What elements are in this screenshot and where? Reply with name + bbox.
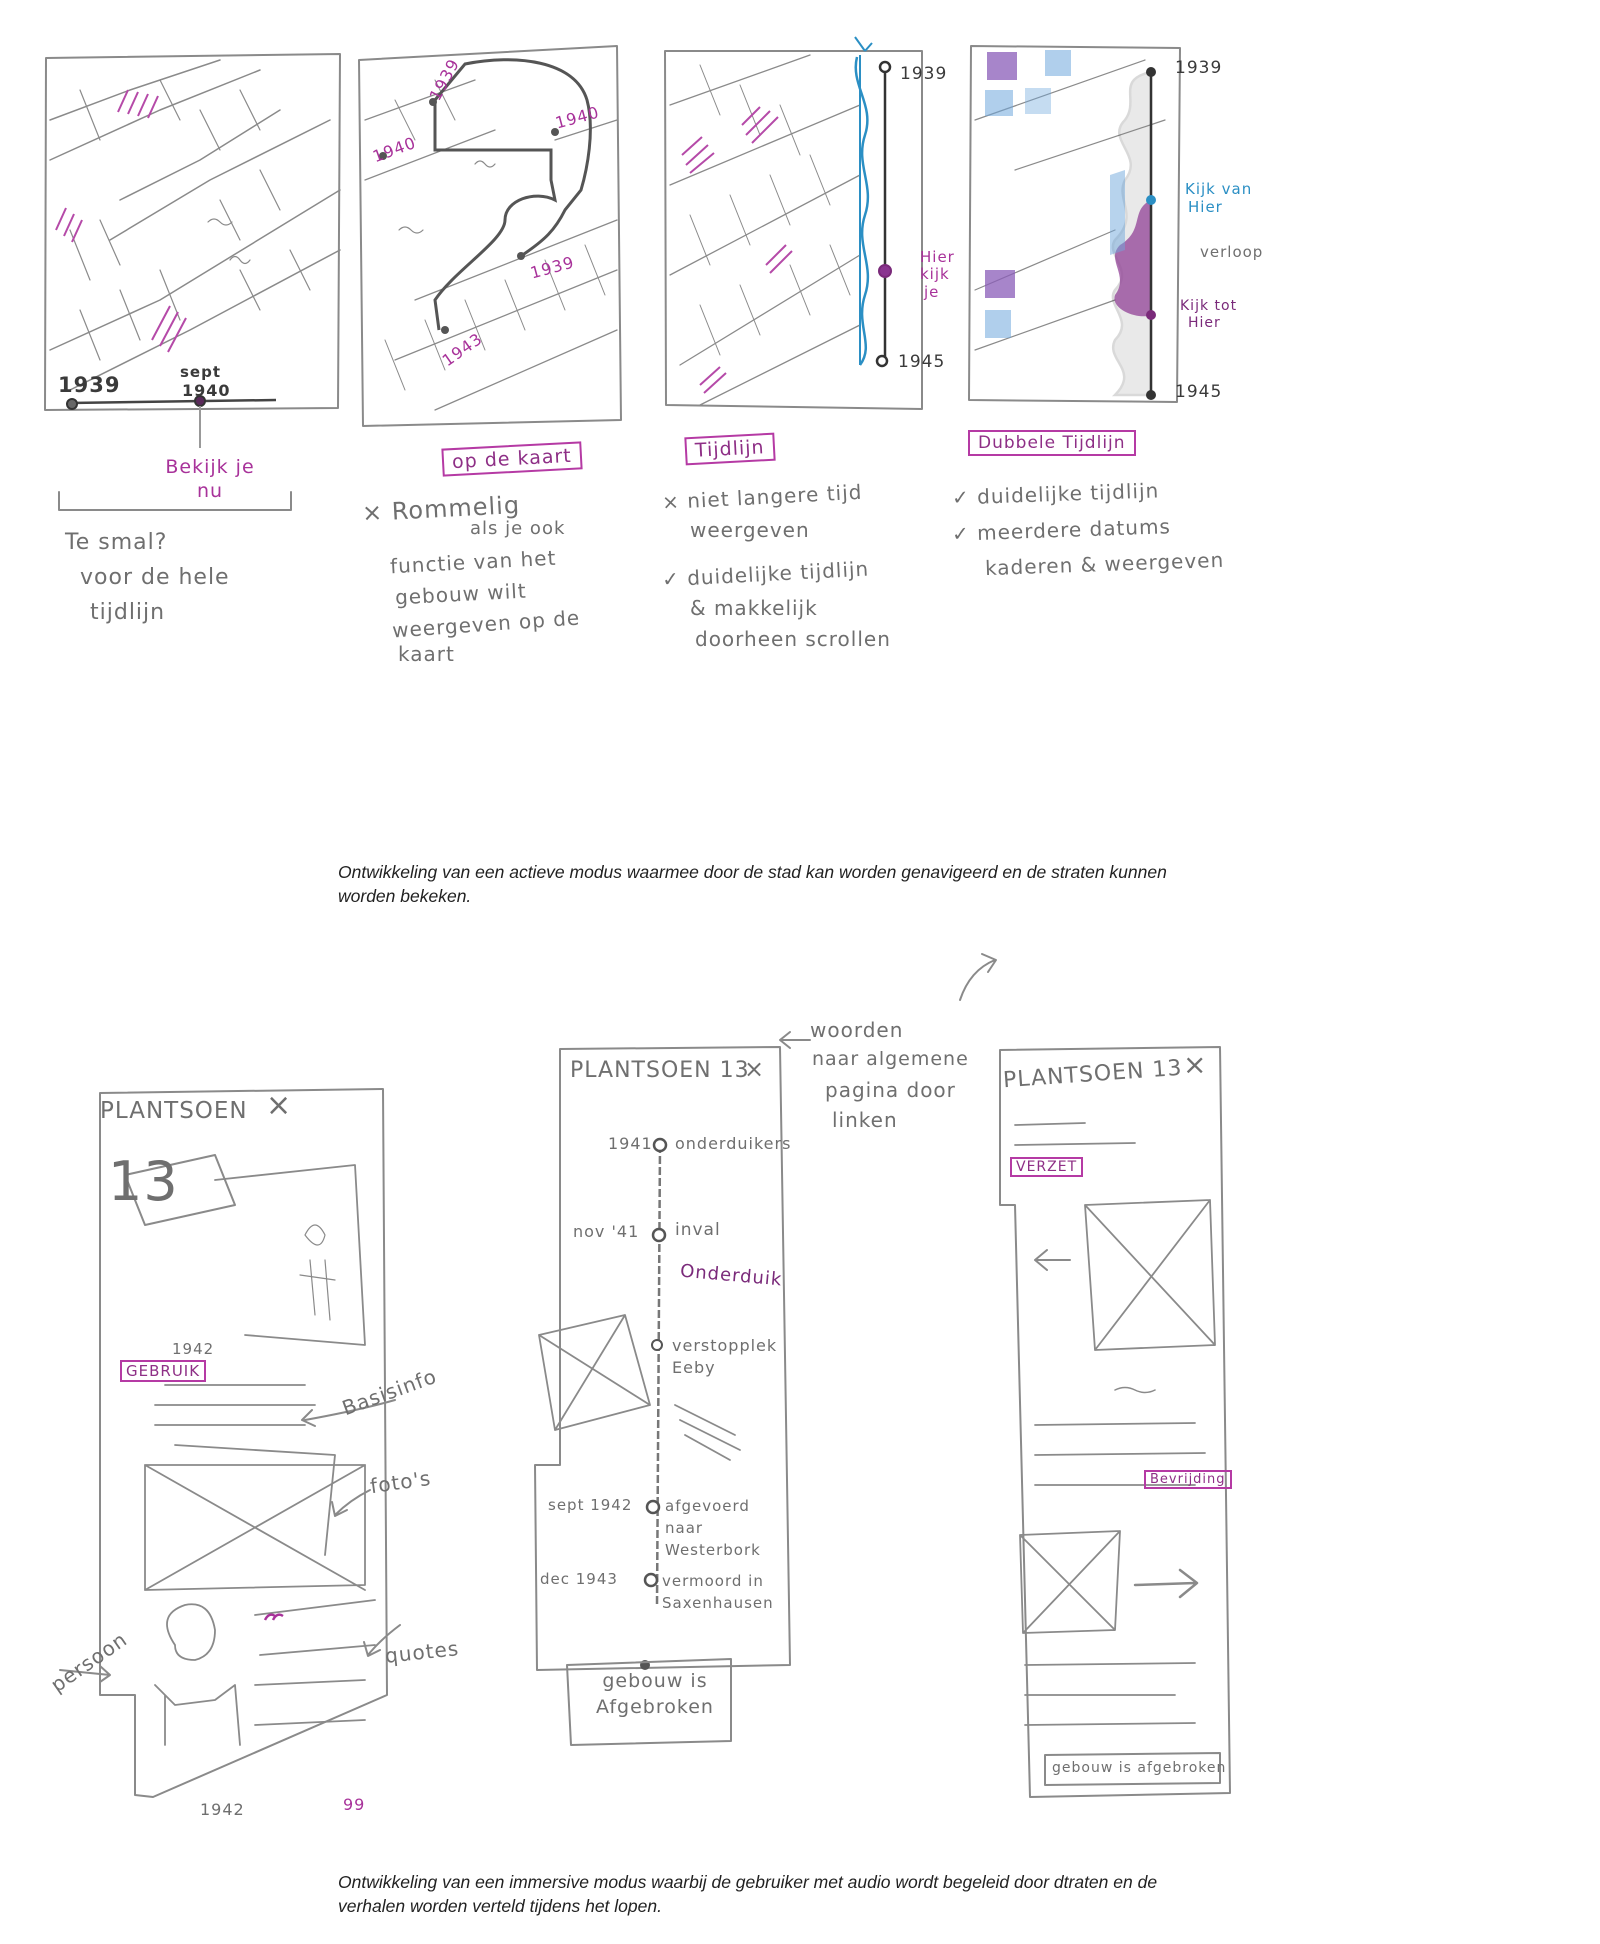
note-voor-de-hele: voor de hele	[80, 565, 230, 590]
quote-mark-icon: 99	[343, 1795, 366, 1814]
annotation-pagina-door: pagina door	[825, 1078, 956, 1102]
annotation-woorden: woorden	[810, 1018, 904, 1042]
year-label-1940: 1940	[182, 381, 231, 400]
hier-tot-label: Hier	[1188, 315, 1221, 331]
map-sketch-1	[44, 53, 341, 448]
op-de-kaart-tag: op de kaart	[441, 441, 583, 477]
double-timeline-1945: 1945	[1175, 382, 1223, 402]
note-makkelijk: & makkelijk	[690, 596, 818, 620]
timeline-text-2: inval	[675, 1220, 721, 1240]
bekijk-je-nu-label: Bekijk je nu	[165, 456, 255, 502]
note-tijdlijn: tijdlijn	[90, 600, 166, 625]
timeline-year-1939: 1939	[900, 64, 948, 84]
sketch-map-panel-2	[355, 40, 625, 430]
bevrijding-tag: Bevrijding	[1144, 1470, 1232, 1489]
caption-immersive-mode: Ontwikkeling van een immersive modus waa…	[338, 1872, 1158, 1916]
sketch-screen-1	[75, 1085, 405, 1805]
timeline-text-4: afgevoerd naar Westerbork	[665, 1497, 761, 1559]
sketch-screen-2	[525, 1045, 795, 1785]
note-doorheen-scrollen: doorheen scrollen	[695, 627, 891, 651]
hier-van-label: Hier	[1188, 198, 1223, 216]
timeline-year-1945: 1945	[898, 352, 946, 372]
screen-sketch-1	[99, 1088, 388, 1798]
note-weergeven-op-de: weergeven op de	[391, 605, 581, 643]
kijk-tot-label: Kijk tot	[1180, 298, 1238, 314]
screen1-annotation-arrows	[59, 1399, 401, 1683]
kijk-label: kijk	[920, 265, 950, 283]
note-gebouw-wilt: gebouw wilt	[394, 578, 528, 610]
timeline-text-3: verstopplek Eeby	[672, 1336, 778, 1377]
link-arrows	[779, 953, 997, 1049]
timeline-text-1: onderduikers	[675, 1134, 792, 1153]
note-duidelijke-tijdlijn-2: ✓ duidelijke tijdlijn	[951, 478, 1160, 510]
timeline-date-5: dec 1943	[540, 1570, 618, 1588]
screen-sketch-3	[999, 1046, 1231, 1798]
annotation-linken: linken	[832, 1108, 898, 1132]
screen1-number: 13	[108, 1150, 179, 1213]
sketch-map-panel-1	[40, 50, 341, 448]
screen2-footer: gebouw is Afgebroken	[596, 1670, 714, 1718]
screen3-close-icon[interactable]: ×	[1183, 1048, 1208, 1081]
year-label-sept: sept	[180, 363, 222, 381]
hier-label: Hier	[920, 248, 955, 266]
note-functie-van-het: functie van het	[389, 545, 557, 579]
screen1-close-icon[interactable]: ×	[266, 1088, 293, 1123]
timeline-text-5: vermoord in Saxenhausen	[662, 1572, 774, 1612]
note-niet-langere: × niet langere tijd	[661, 479, 863, 515]
sketch-map-panel-4	[965, 40, 1185, 410]
bracket-icon	[58, 491, 292, 511]
caption-active-mode: Ontwikkeling van een actieve modus waarm…	[338, 862, 1167, 906]
sketch-screen-3	[995, 1045, 1235, 1800]
year-label-1939: 1939	[58, 373, 121, 397]
sketch-map-panel-3	[660, 36, 930, 415]
note-kaart: kaart	[398, 642, 455, 666]
dubbele-tijdlijn-tag: Dubbele Tijdlijn	[968, 430, 1136, 456]
note-meerdere-datums: ✓ meerdere datums	[951, 514, 1172, 546]
map-sketch-2	[358, 45, 622, 427]
tijdlijn-tag: Tijdlijn	[684, 432, 776, 466]
note-weergeven: weergeven	[690, 518, 810, 542]
map-sketch-4	[968, 45, 1181, 403]
annotation-naar-algemene: naar algemene	[812, 1048, 969, 1070]
je-label: je	[924, 283, 940, 301]
map-sketch-3	[664, 36, 923, 410]
screen2-close-icon[interactable]: ×	[744, 1055, 766, 1083]
timeline-date-1: 1941	[608, 1134, 653, 1153]
note-als-je-ook: als je ook	[470, 518, 566, 539]
verloop-label: verloop	[1200, 243, 1264, 261]
timeline-date-4: sept 1942	[548, 1496, 633, 1514]
screen1-title: PLANTSOEN	[100, 1098, 248, 1124]
note-te-smal: Te smal?	[65, 530, 168, 555]
timeline-date-2: nov '41	[573, 1222, 640, 1241]
verzet-tag: VERZET	[1010, 1157, 1084, 1177]
note-kaderen-weergeven: kaderen & weergeven	[984, 547, 1225, 581]
screen1-year-1942-b: 1942	[200, 1800, 245, 1819]
gebruik-tag: GEBRUIK	[120, 1360, 207, 1382]
double-timeline-1939: 1939	[1175, 58, 1223, 78]
screen-sketch-2	[534, 1046, 791, 1746]
screen2-title: PLANTSOEN 13	[570, 1058, 750, 1083]
note-duidelijke-tijdlijn: ✓ duidelijke tijdlijn	[661, 556, 870, 592]
screen1-year-1942-a: 1942	[172, 1340, 215, 1358]
screen3-footer: gebouw is afgebroken	[1052, 1760, 1227, 1776]
kijk-van-label: Kijk van	[1185, 180, 1253, 198]
